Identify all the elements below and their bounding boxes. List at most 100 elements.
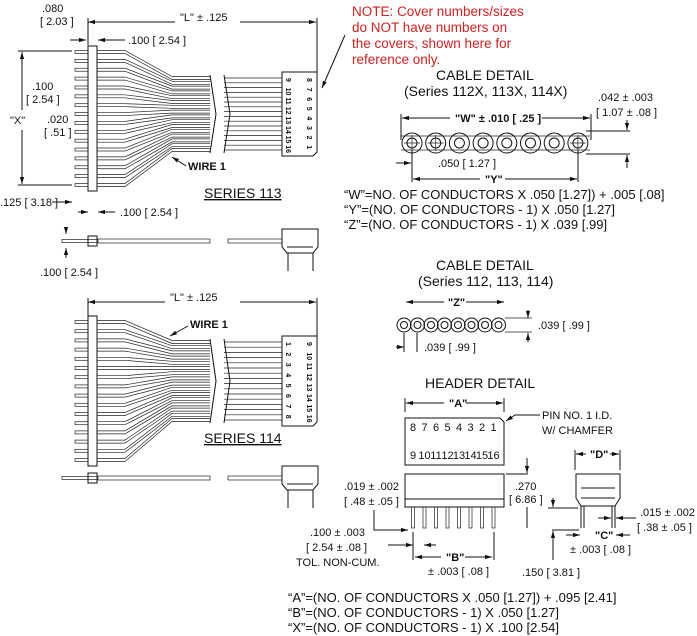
connector-pin bbox=[74, 366, 89, 370]
conductor-core bbox=[440, 321, 449, 329]
series-113-title: SERIES 113 bbox=[204, 185, 282, 201]
pin-number: 3 bbox=[467, 422, 473, 434]
ribbon-wire bbox=[97, 392, 210, 416]
cable-detail-title: CABLE DETAIL bbox=[436, 67, 534, 83]
note-line: the covers, shown here for bbox=[352, 36, 512, 51]
side-header-leg bbox=[287, 253, 314, 271]
ribbon-wire bbox=[97, 418, 210, 462]
dim-pitch-mm: [ 2.54 ] bbox=[26, 94, 60, 106]
connector-pin bbox=[74, 458, 89, 462]
pin-thickness: .015 ± .002 bbox=[640, 507, 695, 519]
side-cable bbox=[227, 475, 283, 481]
cover-number: 10 bbox=[305, 352, 312, 360]
note-arrow bbox=[321, 34, 346, 89]
wire1-arrow bbox=[169, 325, 189, 337]
cover-connector bbox=[281, 335, 318, 427]
cover-number: 2 bbox=[284, 352, 291, 356]
pitch: .039 [ .99 ] bbox=[424, 342, 476, 354]
pin-number: 4 bbox=[456, 422, 462, 434]
cover-number: 6 bbox=[284, 394, 291, 398]
pin-number: 5 bbox=[444, 422, 450, 434]
thickness: .039 [ .99 ] bbox=[538, 320, 590, 332]
conductor-insulation bbox=[543, 132, 565, 154]
length-label: "L" ± .125 bbox=[170, 292, 218, 304]
connector-pin bbox=[74, 329, 89, 334]
pin-number: 10 bbox=[418, 450, 430, 462]
b-tol: ± .003 [ .08 ] bbox=[428, 566, 489, 578]
pitch: .100 ± .003 bbox=[310, 527, 365, 539]
cover-number: 9 bbox=[305, 342, 312, 346]
cover-number: 14 bbox=[305, 394, 312, 402]
conductor-core bbox=[494, 321, 503, 329]
side-connector bbox=[87, 472, 98, 484]
connector-pin bbox=[74, 347, 89, 352]
cover-number: 10 bbox=[284, 88, 291, 96]
cable-detail-subtitle: (Series 112X, 113X, 114X) bbox=[404, 83, 567, 99]
ribbon-wire bbox=[97, 376, 210, 389]
dim-080-mm: [ 2.03 ] bbox=[40, 16, 74, 28]
dim-100-top: .100 [ 2.54 ] bbox=[128, 35, 186, 47]
cover-number: 4 bbox=[305, 116, 312, 120]
side-header-leg bbox=[287, 490, 314, 508]
connector-pin bbox=[74, 448, 89, 453]
conductor-insulation bbox=[448, 132, 470, 154]
connector-pin bbox=[74, 147, 89, 152]
wire1-label: WIRE 1 bbox=[190, 319, 228, 331]
y-label: "Y" bbox=[485, 174, 503, 186]
ribbon-wire bbox=[97, 94, 210, 104]
connector-pin bbox=[74, 439, 89, 444]
formula: “B”=(NO. OF CONDUCTORS - 1) X .050 [1.27… bbox=[288, 605, 559, 620]
ribbon-wire bbox=[97, 119, 210, 134]
c-label: "C" bbox=[595, 530, 613, 542]
header-pin bbox=[457, 506, 461, 529]
ribbon-wire bbox=[97, 124, 210, 143]
cable-detail-title: CABLE DETAIL bbox=[436, 257, 534, 273]
conductor-insulation bbox=[464, 317, 479, 333]
pitch: .050 [ 1.27 ] bbox=[438, 158, 496, 170]
conductor-insulation bbox=[496, 132, 518, 154]
connector-pin bbox=[74, 412, 89, 416]
cover-connector bbox=[281, 71, 318, 157]
connector-pin bbox=[74, 156, 89, 161]
cover-number: 1 bbox=[305, 145, 312, 149]
connector-pin bbox=[74, 121, 89, 125]
side-cable bbox=[227, 238, 283, 244]
conductor-insulation bbox=[567, 132, 589, 154]
cover-number: 13 bbox=[284, 116, 291, 124]
ribbon-wire bbox=[97, 143, 210, 178]
leg-length: .150 [ 3.81 ] bbox=[522, 567, 580, 579]
ribbon-wire bbox=[97, 114, 210, 125]
connector-pin bbox=[74, 421, 89, 426]
cover-number: 3 bbox=[305, 126, 312, 130]
pin-number: 9 bbox=[410, 450, 416, 462]
dim-020-mm: [ .51 ] bbox=[44, 127, 72, 139]
pin-number: 13 bbox=[453, 450, 465, 462]
cover-number: 16 bbox=[305, 415, 312, 423]
connector-pin bbox=[74, 393, 89, 398]
conductor-core bbox=[453, 137, 465, 149]
connector-pin bbox=[74, 76, 89, 81]
cover-number: 15 bbox=[284, 136, 291, 144]
cable-detail-subtitle: (Series 112, 113, 114) bbox=[418, 273, 553, 289]
cover-number: 4 bbox=[284, 373, 291, 377]
dim-pitch: .100 bbox=[32, 81, 53, 93]
conductor-core bbox=[400, 321, 408, 329]
header-pin bbox=[445, 506, 450, 529]
header-side-view bbox=[404, 473, 505, 508]
wire1-arrow bbox=[171, 156, 187, 167]
cover-number: 7 bbox=[305, 88, 312, 92]
ribbon-wire bbox=[97, 386, 210, 407]
connector-pin bbox=[74, 129, 89, 134]
connector-pin bbox=[74, 320, 89, 324]
dim-125: .125 [ 3.18 ] bbox=[0, 197, 58, 209]
conductor-insulation bbox=[423, 317, 439, 333]
conductor-core bbox=[467, 321, 476, 329]
ribbon-wire bbox=[97, 148, 210, 187]
conductor-core bbox=[454, 321, 462, 329]
cable-detail-1: CABLE DETAIL (Series 112X, 113X, 114X) "… bbox=[344, 67, 665, 232]
connector-body bbox=[87, 315, 98, 467]
header-pin bbox=[411, 506, 415, 529]
b-label: "B" bbox=[446, 552, 464, 564]
side-header bbox=[281, 465, 319, 491]
ribbon-wire bbox=[97, 128, 210, 152]
